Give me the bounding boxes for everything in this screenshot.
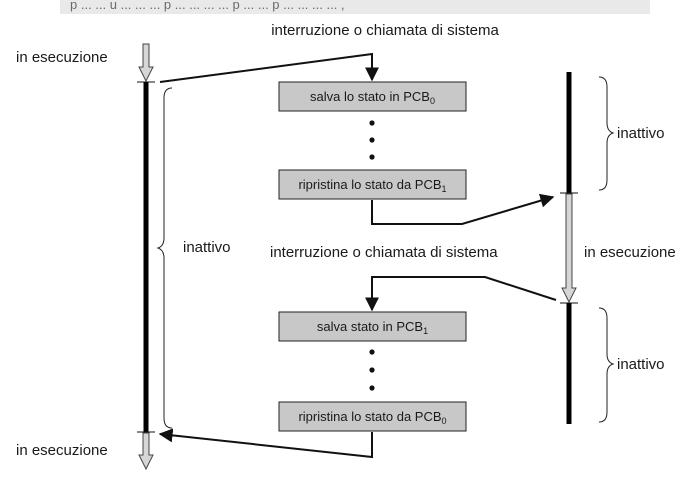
idle-brace-left <box>156 87 173 429</box>
idle-brace-right-bottom <box>598 307 615 423</box>
running-arrow-bottom-left <box>138 432 154 471</box>
ellipsis-dot <box>369 120 375 126</box>
save-state-pcb1-text: salva stato in PCB <box>317 319 423 334</box>
save-state-pcb0-sub: 0 <box>430 96 435 106</box>
save-state-pcb1-box: salva stato in PCB1 <box>278 311 467 342</box>
svg-text:salva stato in PCB1: salva stato in PCB1 <box>317 319 428 336</box>
svg-text:salva lo stato in PCB0: salva lo stato in PCB0 <box>310 89 435 106</box>
ellipsis-dot <box>369 154 375 160</box>
ellipsis-dot <box>369 367 375 373</box>
ellipsis-dot <box>369 137 375 143</box>
idle-label-left: inattivo <box>183 239 231 256</box>
header-fragment: p ... ... u ... ... ... p ... ... ... ..… <box>70 0 345 12</box>
restore-state-pcb0-box: ripristina lo stato da PCB0 <box>278 401 467 432</box>
ellipsis-dot <box>369 349 375 355</box>
restore-state-pcb0-text: ripristina lo stato da PCB <box>298 409 441 424</box>
dispatch-arrow-os-to-p0 <box>158 428 373 459</box>
save-state-pcb1-sub: 1 <box>423 326 428 336</box>
svg-text:ripristina lo stato da PCB1: ripristina lo stato da PCB1 <box>298 177 446 194</box>
idle-label-right-bottom: inattivo <box>617 356 665 373</box>
running-arrow-top-left <box>138 43 154 83</box>
restore-state-pcb1-sub: 1 <box>442 184 447 194</box>
svg-text:ripristina lo stato da PCB0: ripristina lo stato da PCB0 <box>298 409 446 426</box>
interrupt-arrow-p1-to-os <box>365 276 557 312</box>
running-label-right: in esecuzione <box>584 244 676 261</box>
restore-state-pcb0-sub: 0 <box>442 416 447 426</box>
restore-state-pcb1-text: ripristina lo stato da PCB <box>298 177 441 192</box>
restore-state-pcb1-box: ripristina lo stato da PCB1 <box>278 169 467 200</box>
dispatch-arrow-os-to-p1 <box>371 193 555 225</box>
ellipsis-dot <box>369 385 375 391</box>
running-arrow-right <box>561 193 577 304</box>
interrupt-label-top: interruzione o chiamata di sistema <box>271 22 499 39</box>
running-label-bottom-left: in esecuzione <box>16 442 108 459</box>
save-state-pcb0-text: salva lo stato in PCB <box>310 89 430 104</box>
idle-label-right-top: inattivo <box>617 125 665 142</box>
idle-brace-right-top <box>598 76 615 191</box>
interrupt-arrow-p0-to-os <box>159 52 379 83</box>
running-label-top-left: in esecuzione <box>16 49 108 66</box>
save-state-pcb0-box: salva lo stato in PCB0 <box>278 81 467 112</box>
header-strip <box>60 0 650 14</box>
interrupt-label-middle: interruzione o chiamata di sistema <box>270 244 498 261</box>
